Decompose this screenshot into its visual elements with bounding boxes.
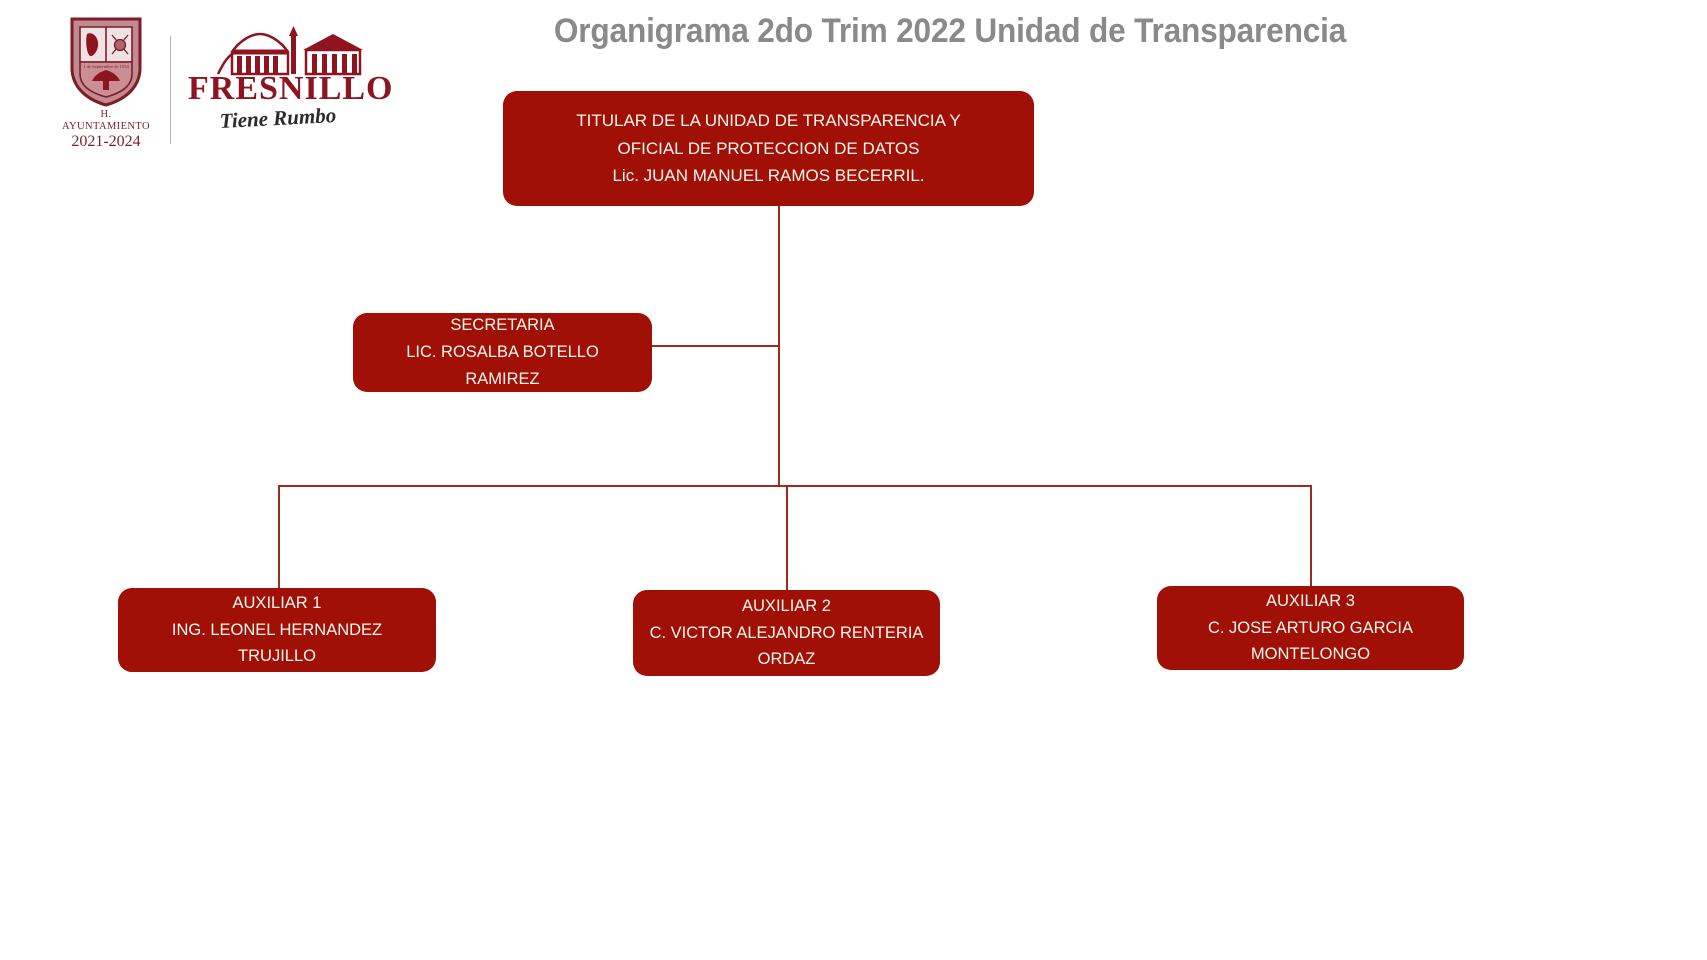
connector-drop-aux2 (786, 485, 788, 591)
org-node-auxiliar-3-line-3: MONTELONGO (1250, 645, 1371, 664)
fresnillo-logo: 1 de Septiembre de 1554 H. AYUNTAMIENTO … (48, 14, 393, 154)
org-node-secretaria-line-1: SECRETARIA (450, 316, 555, 335)
org-node-auxiliar-2-line-3: ORDAZ (757, 650, 816, 669)
org-node-titular[interactable]: TITULAR DE LA UNIDAD DE TRANSPARENCIA Y … (503, 91, 1034, 206)
city-skyline-icon (216, 26, 363, 76)
org-node-auxiliar-1[interactable]: AUXILIAR 1 ING. LEONEL HERNANDEZ TRUJILL… (118, 588, 436, 672)
org-node-auxiliar-1-line-2: ING. LEONEL HERNANDEZ TRUJILLO (171, 620, 383, 666)
shield-icon: 1 de Septiembre de 1554 (70, 17, 142, 107)
org-node-auxiliar-3-line-1: AUXILIAR 3 (1266, 591, 1355, 610)
org-node-titular-line-1: TITULAR DE LA UNIDAD DE TRANSPARENCIA Y (576, 111, 961, 131)
org-node-auxiliar-3-line-2: C. JOSE ARTURO GARCIA (1207, 618, 1414, 637)
org-node-secretaria-line-2: LIC. ROSALBA BOTELLO RAMIREZ (406, 343, 599, 388)
logo-divider (170, 36, 171, 144)
org-node-auxiliar-2[interactable]: AUXILIAR 2 C. VICTOR ALEJANDRO RENTERIA … (633, 590, 940, 676)
fresnillo-name: FRESNILLO (188, 70, 394, 107)
fresnillo-tagline: Tiene Rumbo (219, 102, 337, 134)
connector-secretaria-horizontal (652, 345, 779, 347)
page-title: Organigrama 2do Trim 2022 Unidad de Tran… (553, 12, 1347, 50)
org-node-auxiliar-1-line-1: AUXILIAR 1 (232, 593, 322, 612)
org-node-auxiliar-2-line-1: AUXILIAR 2 (742, 596, 831, 615)
fresnillo-wordmark: FRESNILLO Tiene Rumbo (188, 22, 394, 152)
connector-drop-aux1 (278, 485, 280, 589)
svg-text:1 de Septiembre de 1554: 1 de Septiembre de 1554 (83, 64, 129, 69)
connector-distribution-bar (278, 485, 1311, 487)
coat-of-arms-shield: 1 de Septiembre de 1554 H. AYUNTAMIENTO … (58, 16, 154, 154)
org-node-titular-line-2: OFICIAL DE PROTECCION DE DATOS (617, 138, 920, 158)
connector-drop-aux3 (1310, 485, 1312, 587)
ayuntamiento-label: H. AYUNTAMIENTO (62, 109, 150, 133)
org-node-auxiliar-2-line-2: C. VICTOR ALEJANDRO RENTERIA (649, 623, 924, 642)
org-node-titular-line-3: Lic. JUAN MANUEL RAMOS BECERRIL. (612, 166, 925, 186)
org-node-secretaria[interactable]: SECRETARIA LIC. ROSALBA BOTELLO RAMIREZ (353, 313, 652, 392)
org-node-auxiliar-3[interactable]: AUXILIAR 3 C. JOSE ARTURO GARCIA MONTELO… (1157, 586, 1464, 670)
ayuntamiento-years: 2021-2024 (71, 133, 141, 151)
